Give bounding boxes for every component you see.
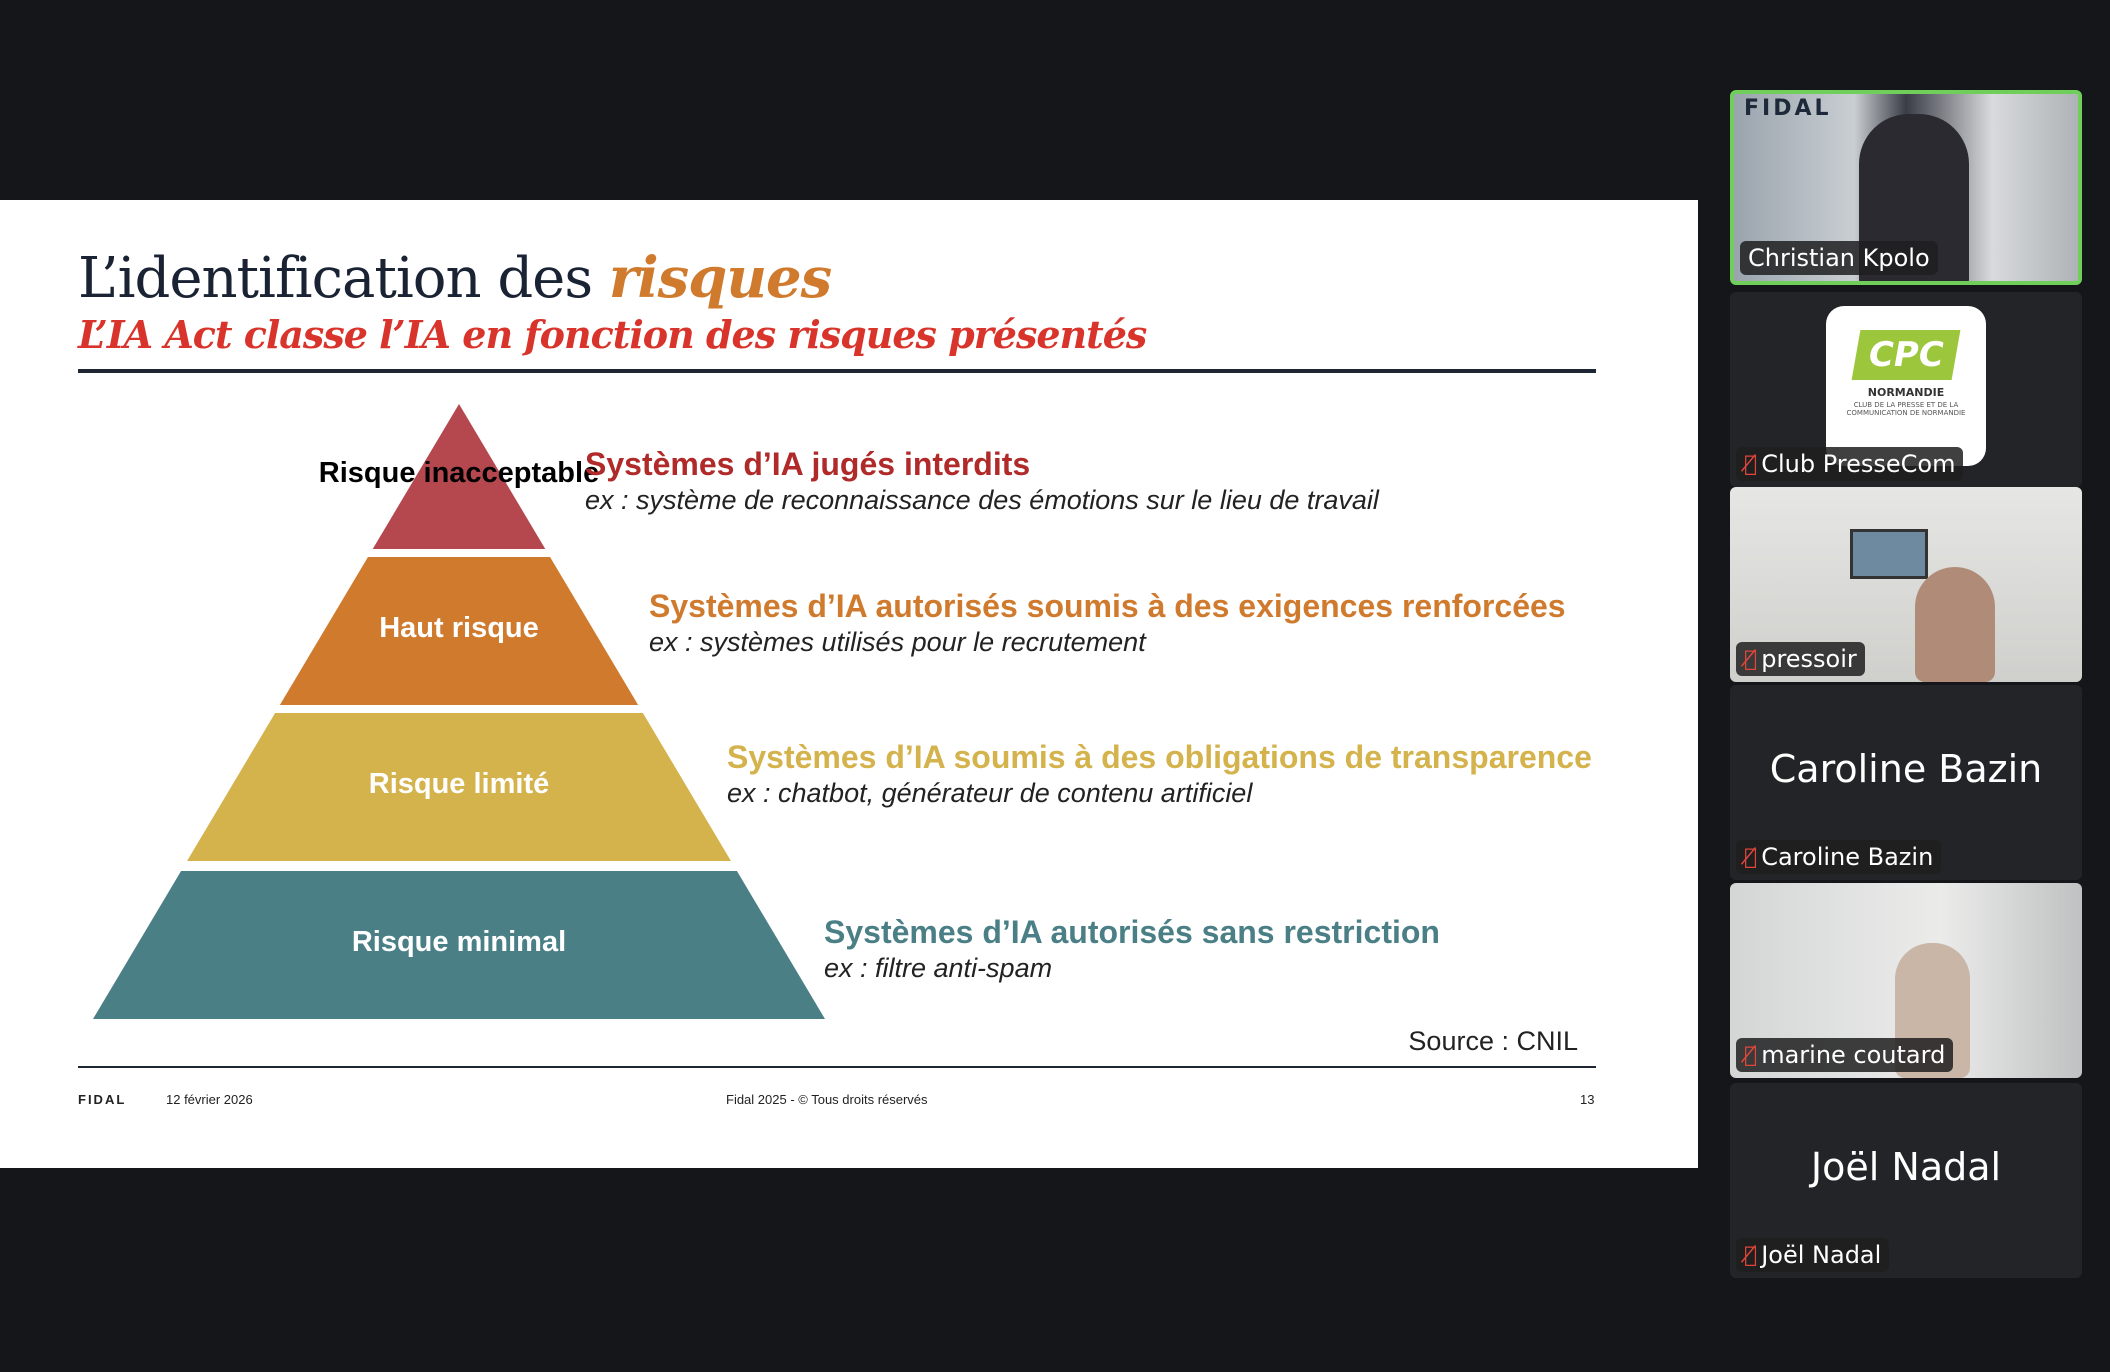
presentation-slide: L’identification des risques L’IA Act cl… bbox=[0, 200, 1698, 1168]
level-label-0: Risque inacceptable bbox=[318, 457, 600, 489]
footer-date: 12 février 2026 bbox=[166, 1092, 253, 1107]
pyramid-level-0 bbox=[372, 404, 546, 549]
level-label-1: Haut risque bbox=[379, 612, 539, 644]
footer-page-number: 13 bbox=[1580, 1092, 1595, 1107]
participant-video bbox=[1915, 567, 1995, 682]
title-divider bbox=[78, 369, 1596, 373]
participant-tile-club-pressecom[interactable]: CPC NORMANDIE CLUB DE LA PRESSE ET DE LA… bbox=[1730, 292, 2082, 487]
mic-muted-icon: 🎙̸ bbox=[1744, 1242, 1758, 1268]
mic-muted-icon: 🎙̸ bbox=[1744, 646, 1758, 672]
participant-tile-christian-kpolo[interactable]: FIDAL Christian Kpolo bbox=[1730, 90, 2082, 285]
level-label-3: Risque minimal bbox=[351, 926, 567, 958]
participant-name: 🎙̸pressoir bbox=[1736, 642, 1865, 676]
source-note: Source : CNIL bbox=[1408, 1026, 1578, 1056]
mic-muted-icon: 🎙̸ bbox=[1744, 844, 1758, 870]
mic-muted-icon: 🎙̸ bbox=[1744, 451, 1758, 477]
pyramid-level-3 bbox=[93, 871, 825, 1019]
participant-display-name: Joël Nadal bbox=[1810, 1145, 2002, 1189]
participant-name: 🎙̸Club PresseCom bbox=[1736, 447, 1964, 481]
level-desc-1: Systèmes d’IA autorisés soumis à des exi… bbox=[649, 588, 1566, 657]
participant-tile-pressoir[interactable]: 🎙̸pressoir bbox=[1730, 487, 2082, 682]
background-logo: FIDAL bbox=[1744, 96, 1832, 121]
participant-name: 🎙̸marine coutard bbox=[1736, 1038, 1954, 1072]
participant-tile-caroline-bazin[interactable]: Caroline Bazin 🎙̸Caroline Bazin bbox=[1730, 685, 2082, 880]
participant-name: 🎙̸Joël Nadal bbox=[1736, 1238, 1890, 1272]
pyramid-level-2 bbox=[187, 713, 731, 861]
participant-tile-joel-nadal[interactable]: Joël Nadal 🎙̸Joël Nadal bbox=[1730, 1083, 2082, 1278]
wall-picture bbox=[1850, 529, 1928, 579]
participant-name: 🎙̸Caroline Bazin bbox=[1736, 840, 1942, 874]
level-label-2: Risque limité bbox=[368, 768, 550, 800]
participant-tile-marine-coutard[interactable]: 🎙̸marine coutard bbox=[1730, 883, 2082, 1078]
footer-copyright: Fidal 2025 - © Tous droits réservés bbox=[726, 1092, 928, 1107]
level-desc-2: Systèmes d’IA soumis à des obligations d… bbox=[727, 739, 1592, 808]
participant-display-name: Caroline Bazin bbox=[1769, 747, 2043, 791]
footer-brand: FIDAL bbox=[78, 1092, 127, 1107]
slide-subtitle: L’IA Act classe l’IA en fonction des ris… bbox=[78, 312, 1147, 357]
slide-title: L’identification des risques bbox=[78, 245, 832, 311]
level-desc-3: Systèmes d’IA autorisés sans restriction… bbox=[824, 914, 1440, 983]
risk-pyramid bbox=[93, 404, 825, 1019]
mic-muted-icon: 🎙̸ bbox=[1744, 1042, 1758, 1068]
footer-divider bbox=[78, 1066, 1596, 1068]
pyramid-level-1 bbox=[279, 557, 639, 705]
participant-name: Christian Kpolo bbox=[1740, 241, 1938, 275]
cpc-logo: CPC NORMANDIE CLUB DE LA PRESSE ET DE LA… bbox=[1826, 306, 1986, 466]
